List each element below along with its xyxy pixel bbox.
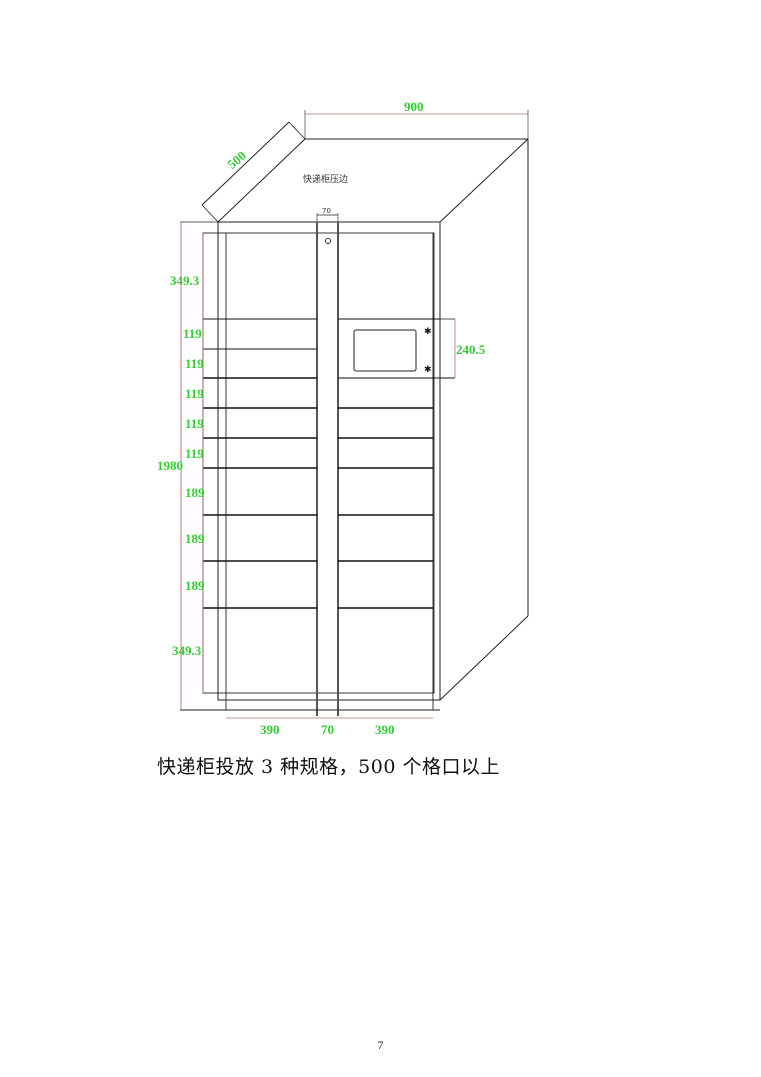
left-column-compartments	[203, 318, 317, 609]
depth-label: 500	[224, 148, 249, 172]
row-label: 119	[185, 446, 204, 461]
cabinet-side-panel	[439, 139, 529, 701]
right-column-width-label: 390	[375, 722, 395, 737]
roof-note: 快递柜压边	[303, 173, 348, 185]
row-label: 119	[185, 386, 204, 401]
row-label: 189	[185, 485, 205, 500]
row-label: 189	[185, 578, 205, 593]
display-screen	[353, 329, 417, 372]
screen-panel-label: 240.5	[456, 342, 486, 357]
lock-hole-icon	[325, 238, 331, 244]
total-height-label: 1980	[157, 458, 183, 473]
cabinet-front	[180, 221, 441, 716]
cabinet-roof	[217, 138, 529, 223]
row-label: 119	[185, 416, 204, 431]
row-label: 119	[185, 356, 204, 371]
left-row-dimensions: 349.3 119 119 119 119 119 189 189 189 34…	[170, 233, 205, 693]
row-label: 349.3	[172, 643, 202, 658]
page-number: 7	[377, 1038, 384, 1052]
button-icon-top: ✱	[424, 327, 432, 337]
center-strip-top-dimension: 70	[316, 207, 339, 222]
center-strip-top-label: 70	[322, 207, 331, 215]
depth-dimension: 500	[201, 121, 306, 223]
center-strip-width-label: 70	[321, 722, 334, 737]
screen-panel-dimension: 240.5	[440, 318, 486, 378]
row-label: 349.3	[170, 273, 200, 288]
width-dimension: 900	[304, 99, 529, 139]
button-icon-bottom: ✱	[424, 365, 432, 375]
figure-caption: 快递柜投放 3 种规格，500 个格口以上	[157, 756, 500, 778]
left-column-width-label: 390	[260, 722, 280, 737]
locker-technical-drawing: 500 900 快递柜压边	[157, 99, 529, 737]
total-height-dimension: 1980	[157, 221, 218, 710]
bottom-dimensions: 390 70 390	[226, 717, 433, 737]
right-column-compartments	[338, 318, 455, 609]
row-label: 119	[183, 326, 202, 341]
row-label: 189	[185, 531, 205, 546]
width-label: 900	[404, 99, 424, 114]
